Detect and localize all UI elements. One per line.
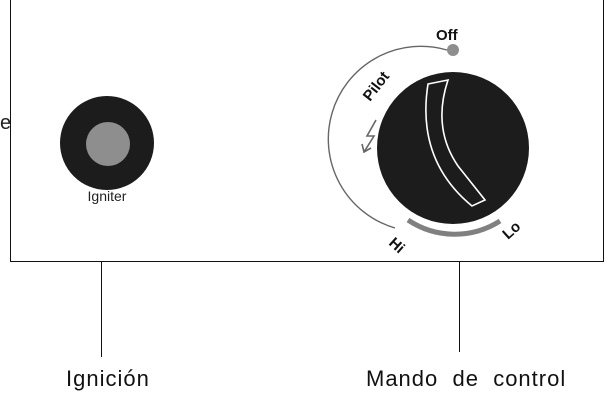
dial-scale-arc [327, 45, 448, 229]
spark-icon [363, 119, 377, 153]
igniter-button[interactable] [60, 96, 154, 190]
pilot-label: Pilot [360, 68, 393, 104]
ignition-leader-line [101, 262, 102, 357]
indicator-dot-icon [447, 44, 459, 56]
spark-arrow-icon [361, 143, 372, 154]
hi-lo-range-arc [406, 217, 502, 237]
igniter-label: Igniter [87, 188, 127, 204]
igniter-button-center [86, 122, 130, 166]
off-label: Off [436, 27, 459, 44]
lo-label: Lo [499, 218, 524, 243]
control-dial-figure: Off Pilot Hi Lo [327, 27, 529, 257]
control-leader-line [459, 262, 460, 352]
cropped-text-fragment: e [0, 112, 12, 134]
control-knob[interactable] [377, 72, 529, 224]
hi-label: Hi [385, 234, 408, 257]
knob-grip-outline [425, 78, 487, 207]
control-caption: Mando de control [366, 366, 567, 391]
ignition-caption: Ignición [66, 366, 150, 391]
